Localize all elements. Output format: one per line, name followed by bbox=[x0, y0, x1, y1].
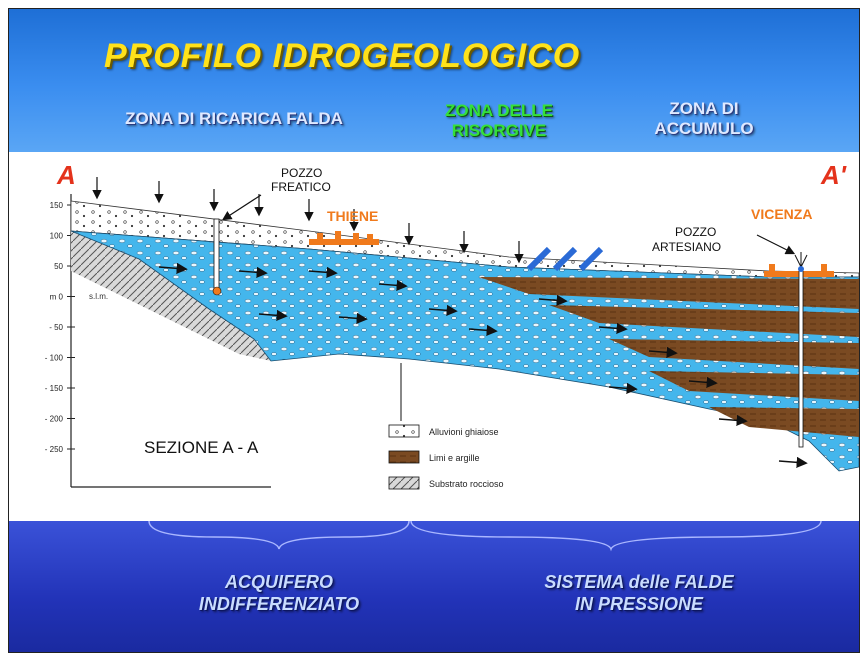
flow-arrow bbox=[468, 324, 498, 336]
groundwater-flow-arrows bbox=[158, 262, 808, 468]
flow-arrow bbox=[648, 346, 678, 358]
flow-arrow bbox=[338, 312, 368, 324]
clay-wedge bbox=[479, 277, 859, 309]
zone-accumulo-label: ZONA DI ACCUMULO bbox=[624, 99, 784, 139]
flow-arrow bbox=[598, 322, 628, 334]
flow-arrow bbox=[238, 266, 268, 278]
well-artesian bbox=[798, 270, 804, 448]
falde-line1: SISTEMA delle FALDE bbox=[544, 572, 734, 592]
town-vicenza-label: VICENZA bbox=[751, 206, 812, 222]
resurgence-arrows bbox=[526, 246, 604, 272]
acquifero-line2: INDIFFERENZIATO bbox=[198, 594, 360, 614]
flow-arrow bbox=[538, 294, 568, 306]
legend-swatch-gravel bbox=[388, 424, 420, 438]
legend-label-gravel: Alluvioni ghiaiose bbox=[429, 427, 499, 437]
well-phreatic-pump bbox=[212, 286, 222, 296]
well-phreatic-label-line2: FREATICO bbox=[271, 180, 331, 194]
depth-axis-tick-label: m 0 bbox=[50, 293, 64, 302]
depth-axis-tick-label: - 50 bbox=[49, 323, 63, 332]
zone-accumulo-line2: ACCUMULO bbox=[654, 119, 754, 138]
slide: PROFILO IDROGEOLOGICO ZONA DI RICARICA F… bbox=[8, 8, 860, 653]
zone-risorgive-line2: RISORGIVE bbox=[451, 121, 547, 140]
section-marker-a-prime: A' bbox=[820, 160, 847, 190]
flow-arrow bbox=[778, 456, 808, 468]
recharge-arrows bbox=[92, 177, 524, 264]
well-artesian-pointer bbox=[756, 234, 796, 255]
well-phreatic-label-line1: POZZO bbox=[281, 166, 322, 180]
legend-label-clay: Limi e argille bbox=[429, 453, 480, 463]
depth-axis-tick-label: - 150 bbox=[45, 384, 64, 393]
header-band bbox=[9, 9, 859, 152]
section-label: SEZIONE A - A bbox=[144, 438, 259, 457]
flow-arrow bbox=[158, 262, 188, 274]
clay-wedge bbox=[609, 339, 859, 369]
clay-wedge bbox=[649, 371, 859, 401]
flow-arrow bbox=[308, 266, 338, 278]
flow-arrow bbox=[718, 414, 748, 426]
well-phreatic-pointer bbox=[221, 194, 262, 221]
acquifero-line1: ACQUIFERO bbox=[225, 572, 333, 592]
brace-right bbox=[410, 520, 822, 552]
flow-arrow bbox=[378, 279, 408, 291]
legend-swatch-clay bbox=[388, 450, 420, 464]
slide-title: PROFILO IDROGEOLOGICO bbox=[104, 37, 581, 75]
zone-risorgive-line1: ZONA DELLE bbox=[445, 101, 553, 120]
flow-arrow bbox=[688, 376, 718, 388]
acquifero-label: ACQUIFERO INDIFFERENZIATO bbox=[159, 571, 399, 615]
well-phreatic bbox=[213, 218, 220, 292]
town-thiene-label: THIENE bbox=[327, 208, 378, 224]
depth-axis-tick-label: - 200 bbox=[45, 415, 64, 424]
flow-arrow bbox=[258, 309, 288, 321]
well-artesian-label-line1: POZZO bbox=[675, 225, 716, 239]
depth-axis-tick-label: 100 bbox=[50, 232, 64, 241]
depth-axis-tick-label: 150 bbox=[50, 201, 64, 210]
section-marker-a: A bbox=[56, 160, 76, 190]
town-thiene-icon bbox=[309, 231, 379, 245]
clay-wedge bbox=[549, 305, 859, 337]
brace-left bbox=[148, 520, 410, 550]
bedrock-substrate bbox=[71, 231, 271, 361]
artesian-spout bbox=[794, 252, 808, 272]
zone-accumulo-line1: ZONA DI bbox=[669, 99, 739, 118]
hydrogeological-profile-diagram: A A' 150 100 50 m 0 - 50 - 100 - 150 - 200 - 250… bbox=[45, 160, 859, 552]
flow-arrow bbox=[428, 304, 458, 316]
clay-layers bbox=[479, 277, 859, 437]
depth-axis-tick-label: - 250 bbox=[45, 445, 64, 454]
clay-wedge bbox=[709, 407, 859, 437]
falde-label: SISTEMA delle FALDE IN PRESSIONE bbox=[489, 571, 789, 615]
falde-line2: IN PRESSIONE bbox=[574, 594, 704, 614]
zone-risorgive-label: ZONA DELLE RISORGIVE bbox=[409, 101, 589, 141]
zone-ricarica-label: ZONA DI RICARICA FALDA bbox=[125, 109, 343, 128]
legend-label-rock: Substrato roccioso bbox=[429, 479, 504, 489]
legend: Alluvioni ghiaiose Limi e argille Substr… bbox=[388, 424, 504, 490]
flow-arrow bbox=[608, 382, 638, 394]
legend-swatch-rock bbox=[388, 476, 420, 490]
datum-label: s.l.m. bbox=[89, 292, 108, 301]
footer-band bbox=[9, 521, 859, 652]
depth-axis-tick-label: - 100 bbox=[45, 354, 64, 363]
depth-axis-tick-label: 50 bbox=[54, 262, 63, 271]
well-artesian-label-line2: ARTESIANO bbox=[652, 240, 721, 254]
